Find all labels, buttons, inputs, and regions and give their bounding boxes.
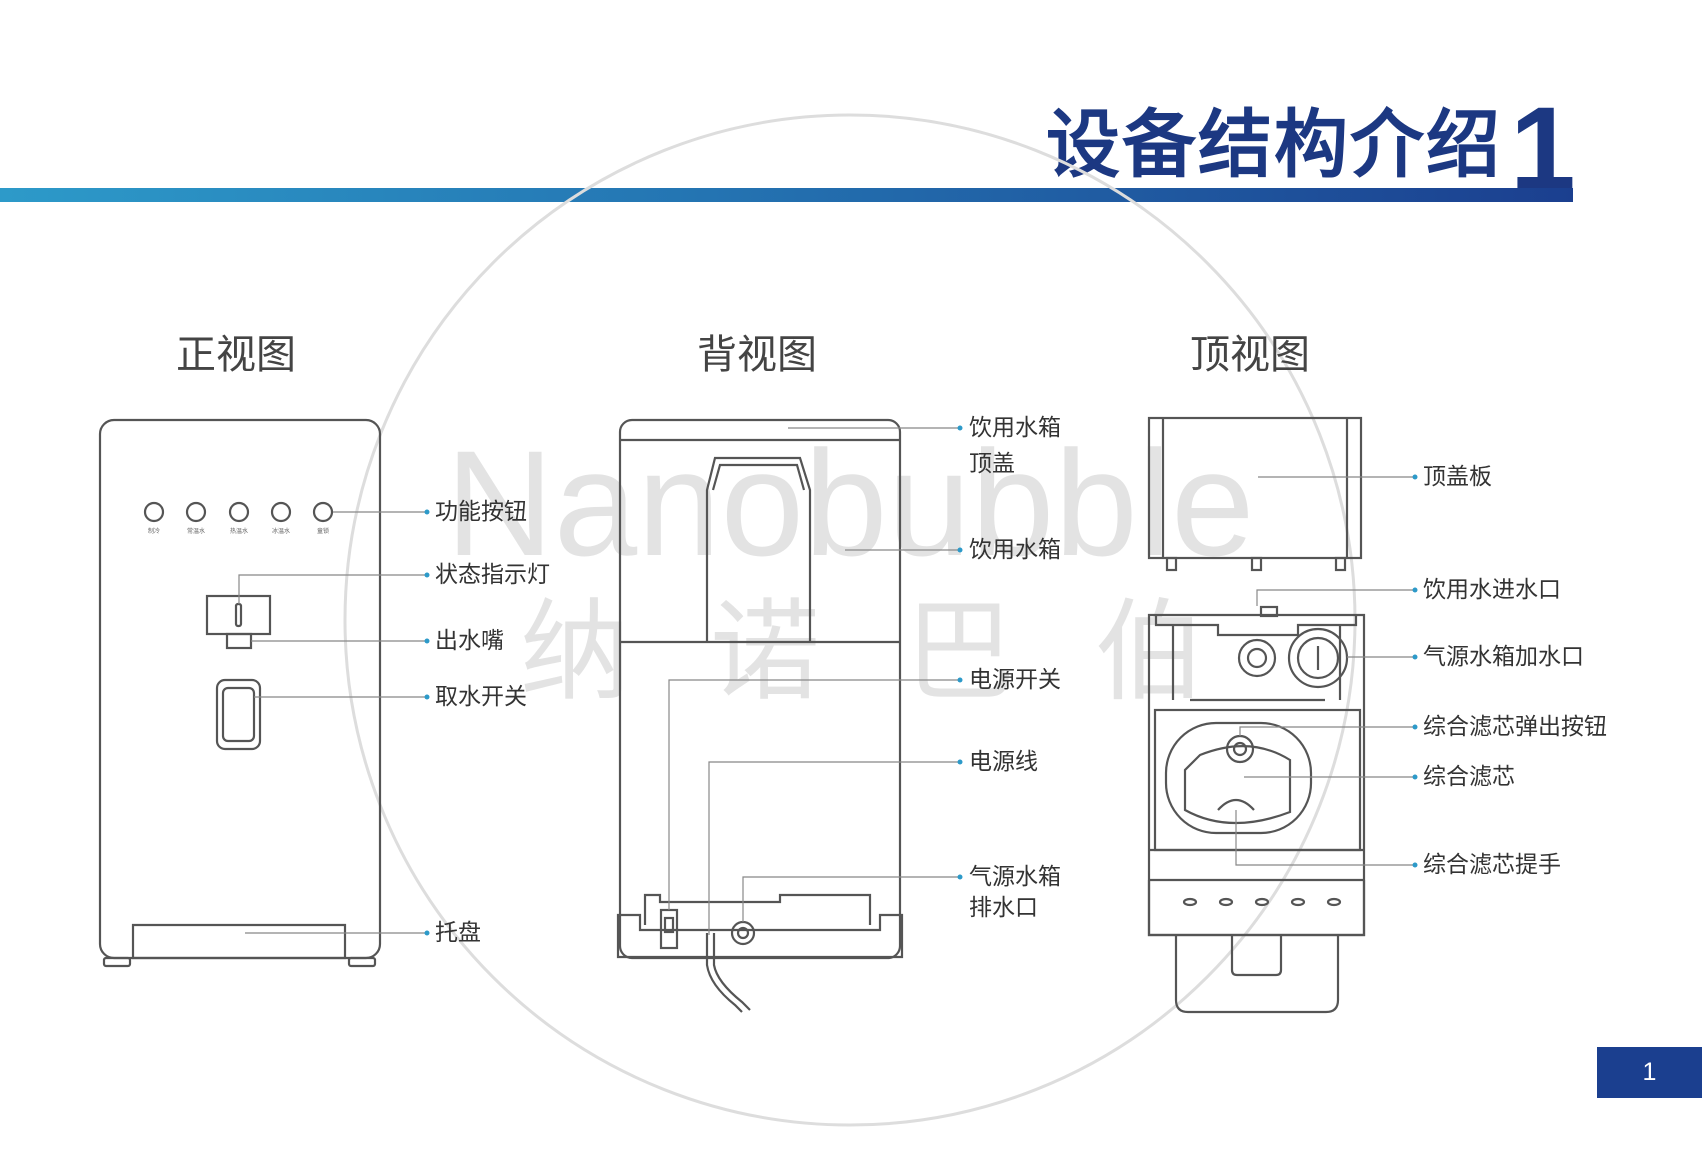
watermark: Nanobubble 纳 诺 巴 伯 <box>343 113 1357 1127</box>
watermark-brand: Nanobubble <box>445 419 1254 587</box>
label-filter: 综合滤芯 <box>1423 764 1515 790</box>
front-view-drawing <box>98 418 382 968</box>
foot <box>347 956 377 968</box>
top-leaders <box>1235 476 1415 866</box>
page-number-badge: 1 <box>1597 1047 1702 1098</box>
watermark-char: 诺 <box>710 588 820 716</box>
cover-clip <box>1165 556 1178 572</box>
label-gas-tank-fill: 气源水箱加水口 <box>1423 644 1584 670</box>
label-power-cord: 电源线 <box>969 749 1038 775</box>
button-captions: 制冷 常温水 热温水 冰温水 童锁 <box>148 527 329 535</box>
foot <box>102 956 132 968</box>
label-top-cover: 顶盖板 <box>1423 464 1492 490</box>
power-cord <box>705 933 743 1013</box>
label-tray: 托盘 <box>435 920 481 946</box>
function-button <box>270 501 292 523</box>
label-power-switch: 电源开关 <box>969 667 1061 693</box>
top-leader-dots <box>1412 474 1418 868</box>
top-rim <box>1154 615 1358 637</box>
back-leaders <box>668 427 960 935</box>
label-tank-lid-2: 顶盖 <box>969 451 1015 477</box>
function-button <box>228 501 250 523</box>
rear-base <box>616 913 904 959</box>
label-tank-lid: 饮用水箱 <box>969 415 1061 441</box>
function-button <box>312 501 334 523</box>
drain-outlet-inner <box>736 926 750 940</box>
water-switch-inner <box>221 686 256 743</box>
rear-base-plate <box>643 893 872 925</box>
spout <box>225 632 253 650</box>
function-button <box>143 501 165 523</box>
power-cord <box>712 933 751 1011</box>
water-switch-outer <box>215 678 262 751</box>
label-filter-handle: 综合滤芯提手 <box>1423 852 1561 878</box>
back-view-drawing <box>616 418 904 1013</box>
filter-inner <box>1183 745 1292 825</box>
label-spout: 出水嘴 <box>435 628 504 654</box>
button-caption: 常温水 <box>187 527 205 535</box>
button-caption: 热温水 <box>230 527 248 535</box>
front-leaders <box>238 511 427 934</box>
label-water-switch: 取水开关 <box>435 684 527 710</box>
water-inlet <box>1259 605 1279 618</box>
status-light <box>234 602 243 628</box>
top-view-drawing <box>1147 416 1366 1014</box>
page-title: 设备结构介绍 <box>1046 102 1502 188</box>
watermark-char: 巴 <box>905 588 1015 716</box>
drip-tray-notch <box>1230 935 1283 977</box>
label-tank: 饮用水箱 <box>969 537 1061 563</box>
tank-outline <box>705 456 812 642</box>
cover-clip <box>1334 556 1347 572</box>
power-switch-rocker <box>663 916 675 934</box>
front-leader-dots <box>424 509 430 936</box>
watermark-char: 纳 <box>520 588 630 716</box>
filter-outer <box>1164 721 1313 835</box>
top-view-title: 顶视图 <box>1190 332 1310 378</box>
gas-tank-cap-small <box>1237 638 1277 678</box>
filter-handle <box>1217 798 1255 811</box>
gas-tank-fill <box>1287 627 1349 689</box>
filter-eject-button <box>1225 734 1255 764</box>
drip-tray <box>1174 935 1340 1014</box>
tank-handle <box>711 463 806 491</box>
button-caption: 童锁 <box>317 527 329 535</box>
label-status-light: 状态指示灯 <box>435 562 550 588</box>
cover-clip <box>1250 556 1263 572</box>
label-drain: 气源水箱 <box>969 864 1061 890</box>
button-caption: 制冷 <box>148 527 160 535</box>
header-bar <box>0 188 1573 202</box>
back-view-title: 背视图 <box>697 332 817 378</box>
front-view-title: 正视图 <box>176 332 296 378</box>
function-button <box>185 501 207 523</box>
back-leader-dots <box>957 425 963 880</box>
label-water-inlet: 饮用水进水口 <box>1423 577 1561 603</box>
label-filter-eject: 综合滤芯弹出按钮 <box>1423 714 1607 740</box>
tray <box>131 923 347 960</box>
label-function-buttons: 功能按钮 <box>435 499 527 525</box>
button-caption: 冰温水 <box>272 527 290 535</box>
label-drain-2: 排水口 <box>969 895 1038 921</box>
drain-outlet <box>730 920 756 946</box>
